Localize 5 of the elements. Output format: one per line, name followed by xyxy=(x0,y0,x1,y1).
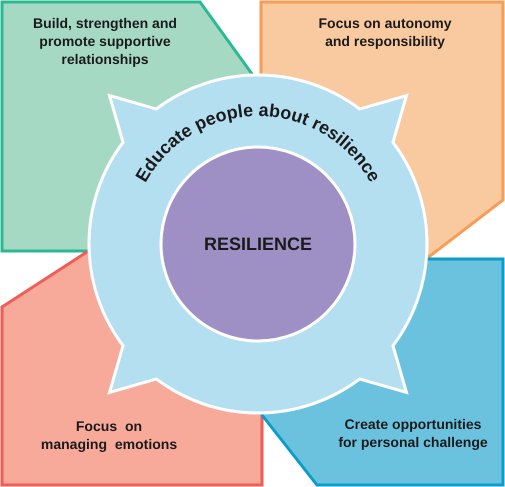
panel-text: Build, strengthen and promote supportive relationships xyxy=(32,14,178,68)
center-label: RESILIENCE xyxy=(204,234,312,254)
panel-text: Focus on managing emotions xyxy=(40,417,178,453)
panel-text: Focus on autonomy and responsibility xyxy=(318,14,452,50)
panel-text: Create opportunities for personal challenge xyxy=(338,415,488,451)
